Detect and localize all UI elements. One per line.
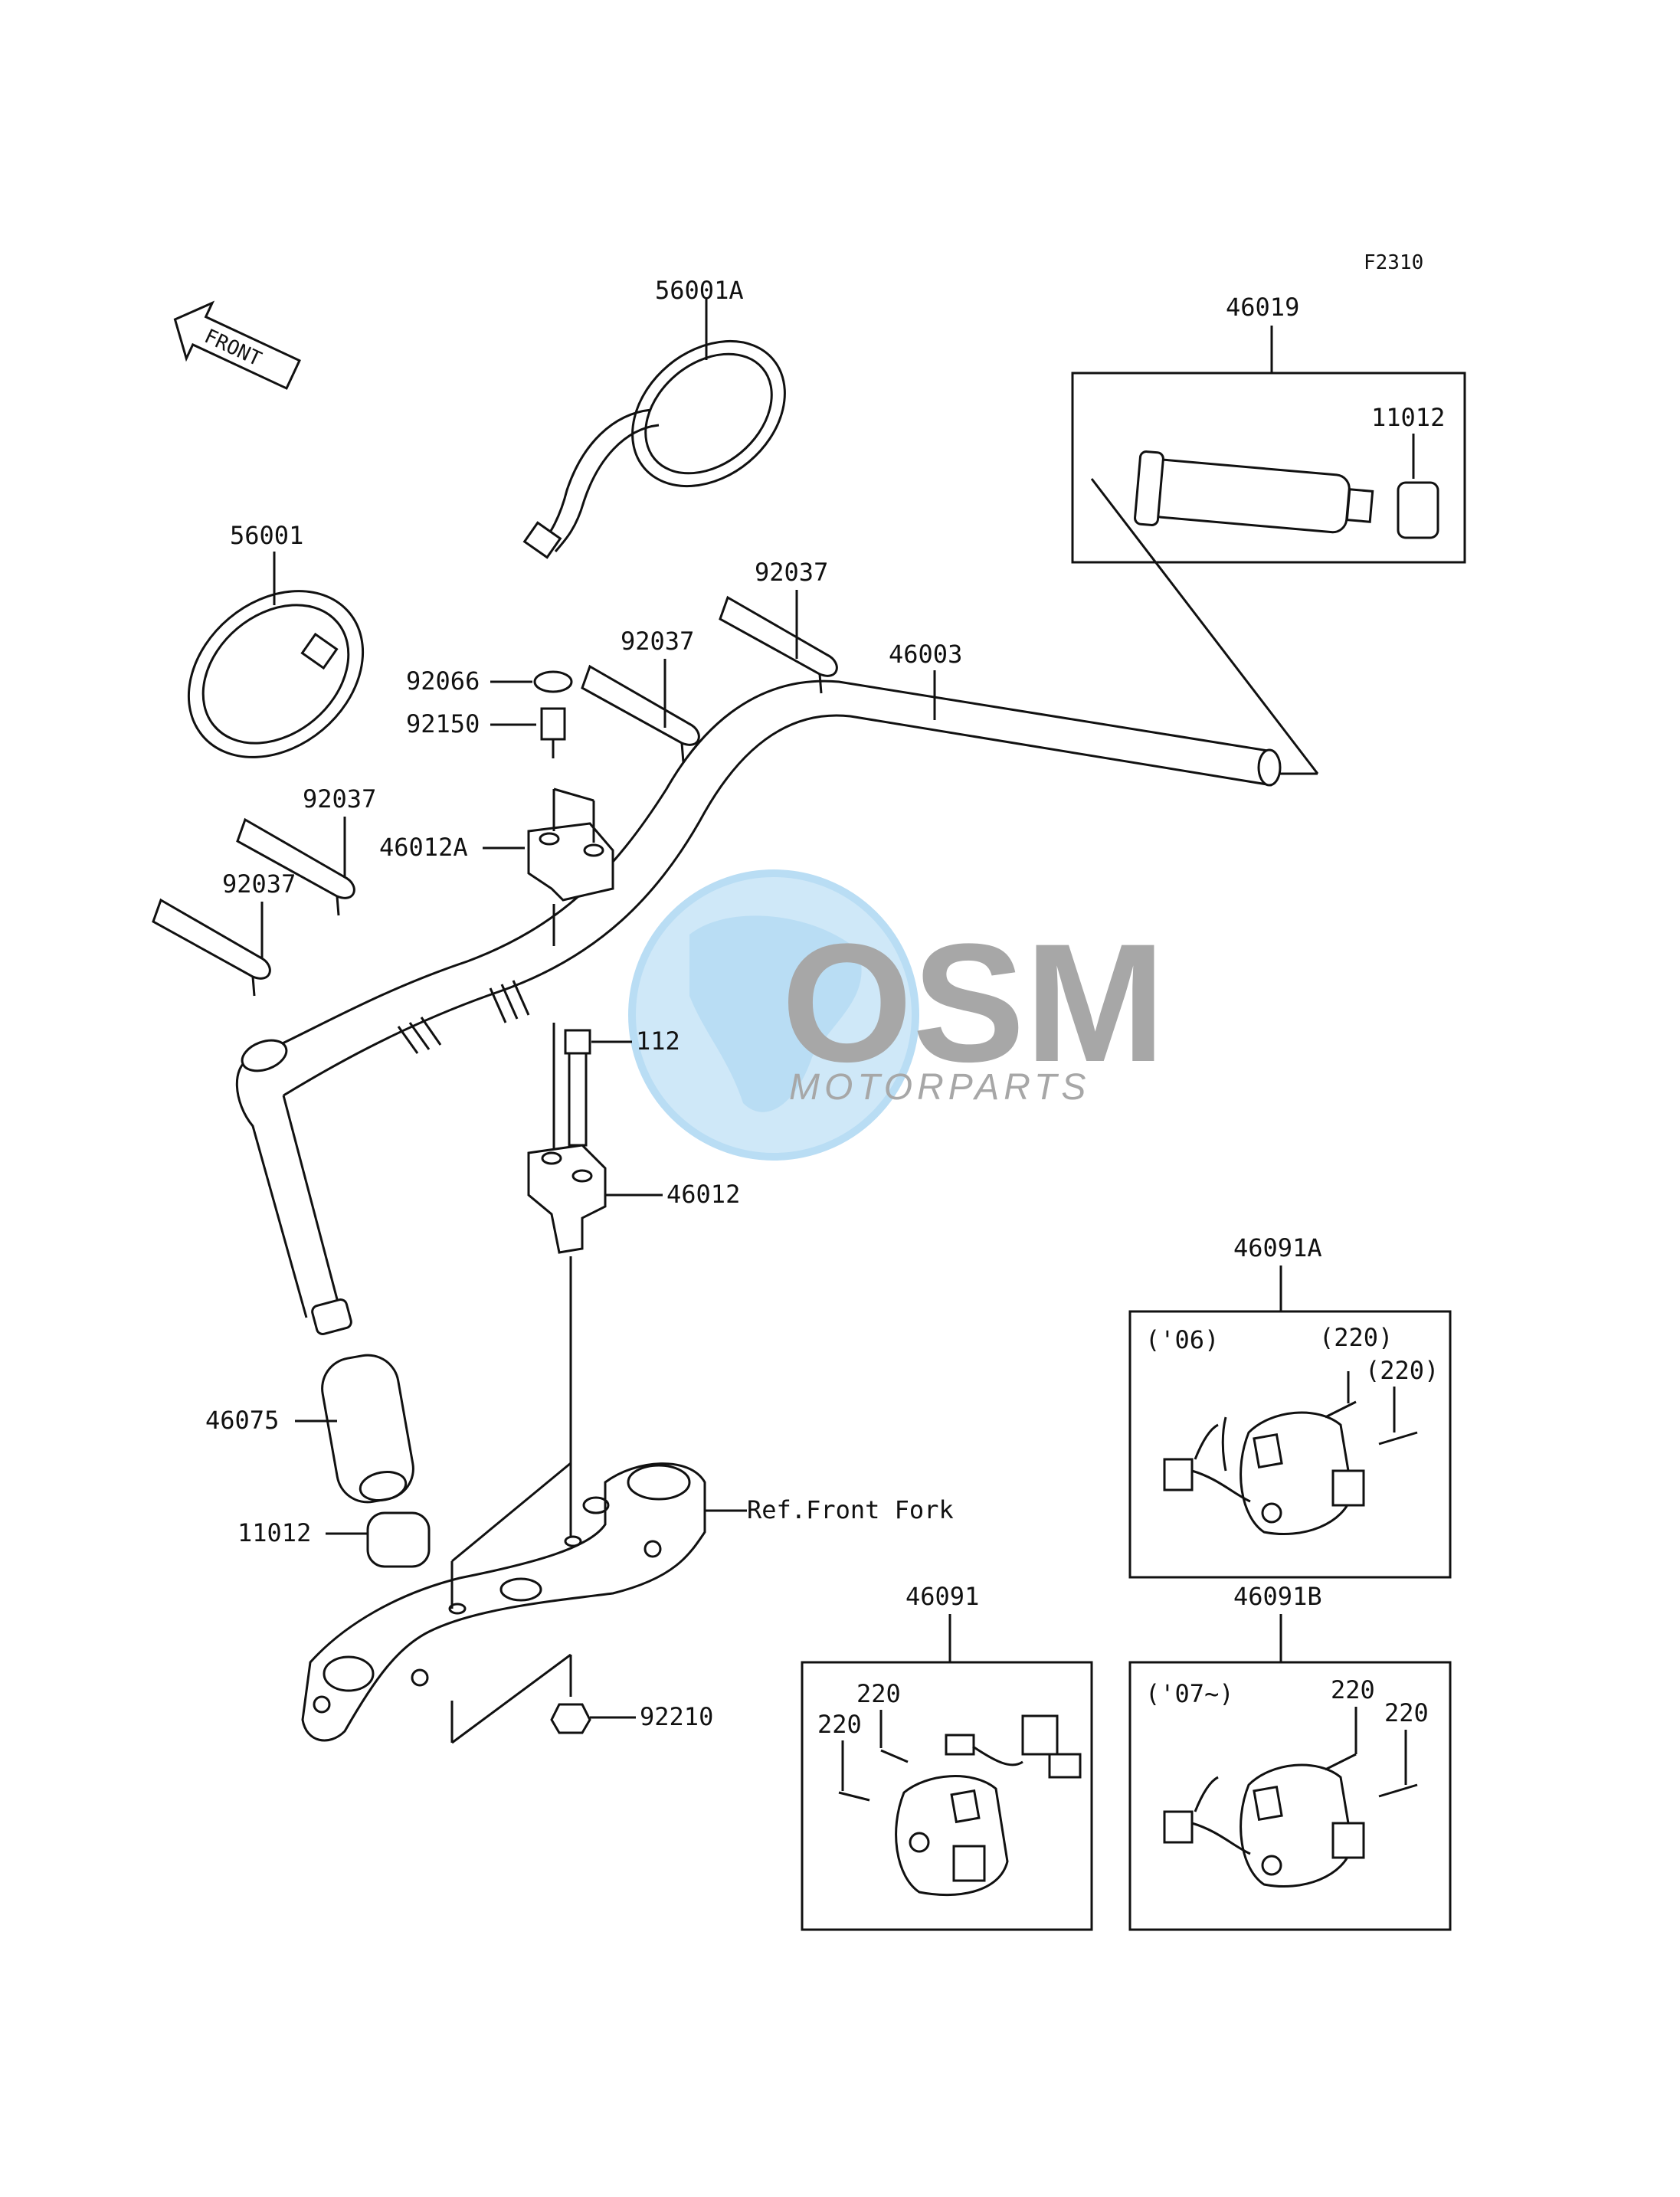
- callout-92037-d: 92037: [222, 869, 296, 899]
- callout-46012A: 46012A: [379, 833, 468, 862]
- bolt-112-head: [564, 1029, 591, 1055]
- mirror-left: [187, 590, 365, 758]
- watermark: OSM MOTORPARTS: [628, 869, 1165, 1161]
- clamp-screw-c: [236, 817, 355, 916]
- switch-housing-46091B: [1163, 1707, 1418, 1888]
- bolt-92150: [540, 707, 566, 741]
- box-46091A-screw2: (220): [1365, 1356, 1439, 1385]
- box-46091B-year: ('07~): [1145, 1679, 1234, 1708]
- callout-11012-bottom: 11012: [237, 1518, 311, 1547]
- callout-46075: 46075: [205, 1406, 279, 1435]
- washer-92066: [533, 670, 573, 693]
- callout-46091B: 46091B: [1233, 1582, 1322, 1611]
- handlebar: [235, 679, 1282, 1336]
- box-46091B-screw1: 220: [1331, 1675, 1375, 1704]
- callout-56001: 56001: [230, 521, 303, 550]
- callout-46003: 46003: [889, 640, 962, 669]
- callout-92066: 92066: [406, 666, 480, 696]
- callout-92210: 92210: [640, 1702, 713, 1731]
- bolt-112-shank: [568, 1052, 588, 1147]
- callout-56001A: 56001A: [655, 276, 744, 305]
- watermark-land-icon: [689, 915, 862, 1112]
- box-46091A: [1128, 1310, 1452, 1579]
- box-46091-screw1: 220: [856, 1679, 901, 1708]
- front-arrow-icon: FRONT: [173, 300, 301, 390]
- lower-clamp-46012: [527, 1144, 607, 1254]
- callout-46091: 46091: [905, 1582, 979, 1611]
- grip-46075: [321, 1354, 414, 1504]
- clamp-screw-a: [719, 595, 838, 694]
- callout-92150: 92150: [406, 709, 480, 738]
- grip-end-cap-top: [1397, 481, 1439, 539]
- callout-112: 112: [636, 1026, 680, 1056]
- callout-ref-front-fork: Ref.Front Fork: [747, 1495, 954, 1524]
- box-46091A-year: ('06): [1145, 1325, 1219, 1354]
- figure-code: F2310: [1364, 251, 1423, 274]
- callout-46012: 46012: [666, 1180, 740, 1209]
- callout-46019: 46019: [1226, 293, 1299, 322]
- switch-housing-46091: [838, 1710, 1082, 1897]
- nut-92210: [550, 1703, 591, 1734]
- callout-11012-top: 11012: [1371, 403, 1445, 432]
- mirror-right: [522, 339, 786, 559]
- throttle-grip: [1134, 450, 1374, 534]
- clamp-screw-b: [581, 664, 700, 763]
- box-46019: [1071, 372, 1466, 564]
- box-46091-screw2: 220: [817, 1710, 862, 1739]
- triple-clamp: [301, 1256, 706, 1742]
- watermark-sub: MOTORPARTS: [789, 1067, 1090, 1108]
- switch-housing-46091A: [1163, 1371, 1418, 1536]
- watermark-brand: OSM: [781, 909, 1165, 1097]
- clamp-screw-d: [152, 898, 271, 997]
- box-46091B: [1128, 1661, 1452, 1931]
- callout-92037-b: 92037: [621, 627, 694, 656]
- box-46091B-screw2: 220: [1384, 1698, 1429, 1727]
- callout-92037-c: 92037: [303, 784, 376, 814]
- box-46091A-screw1: (220): [1319, 1323, 1393, 1352]
- grip-end-cap-bottom: [366, 1511, 431, 1568]
- callout-46091A: 46091A: [1233, 1233, 1322, 1262]
- box-46091: [801, 1661, 1093, 1931]
- callout-92037-a: 92037: [755, 558, 828, 587]
